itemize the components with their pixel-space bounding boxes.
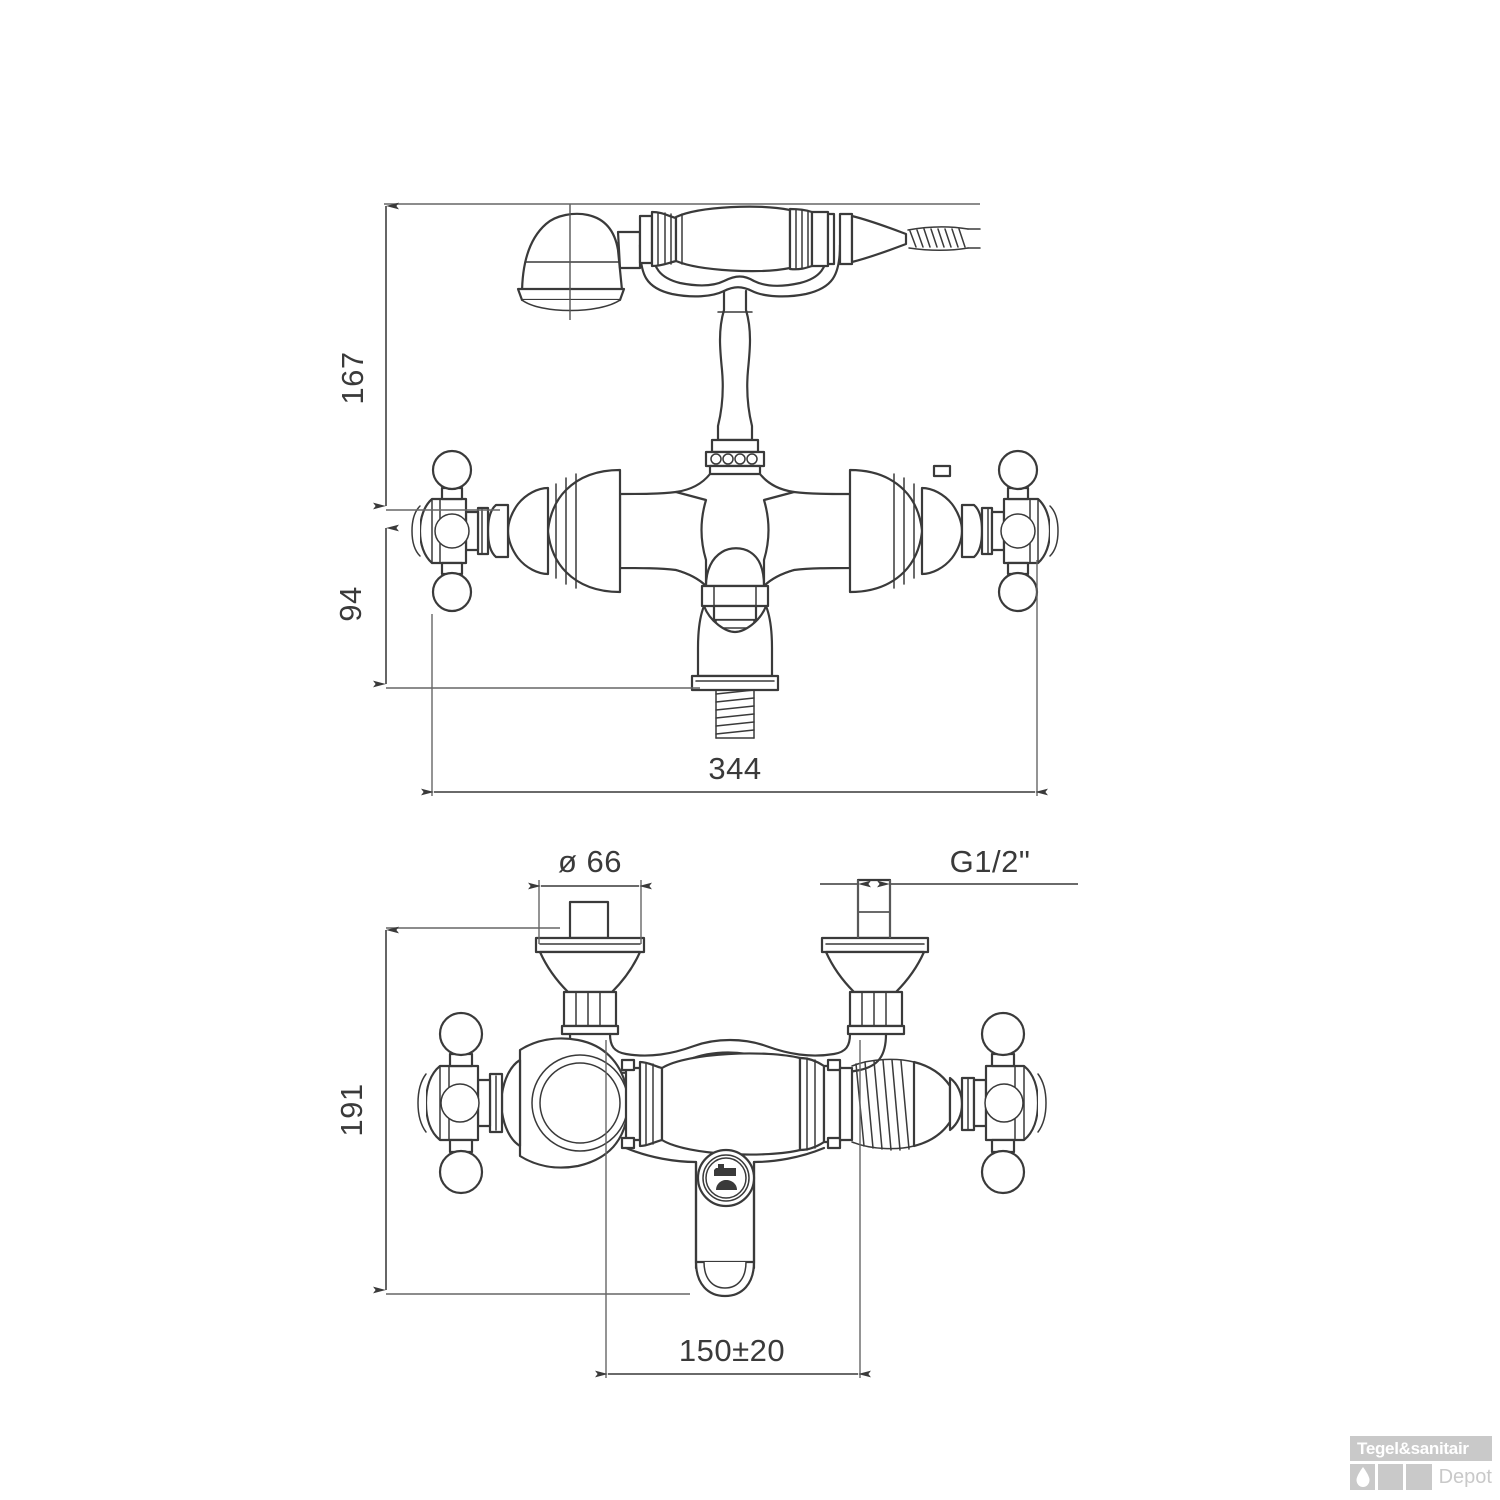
dimension-diameter-66: ø 66 (528, 844, 652, 944)
dimension-150: 150±20 (595, 1040, 871, 1378)
dimension-344: 344 (421, 560, 1048, 796)
watermark-square-1 (1350, 1464, 1376, 1490)
dimension-94: 94 (333, 524, 700, 689)
watermark-brand-name: Tegel&sanitair (1357, 1439, 1469, 1458)
dimension-label-diameter-66: ø 66 (558, 844, 622, 879)
dimension-191: 191 (334, 926, 690, 1295)
hand-shower-head (516, 212, 642, 312)
dimension-thread-g12: G1/2" (820, 844, 1078, 938)
dimension-label-167: 167 (335, 351, 370, 404)
side-view-group: 167 94 344 (333, 202, 1059, 796)
hose-outlet-thread-front (851, 1058, 915, 1151)
cross-handle-left-front[interactable] (417, 1011, 492, 1195)
cross-handle-right-front[interactable] (972, 1011, 1047, 1195)
wall-flange-right (820, 878, 930, 1036)
shower-icon (716, 1180, 737, 1190)
dimension-label-191: 191 (334, 1083, 369, 1136)
bath-icon (714, 1164, 736, 1176)
brand-watermark: Tegel&sanitair Depot (1350, 1436, 1492, 1494)
wall-flange-left (534, 900, 646, 1036)
flexible-hose (905, 226, 981, 251)
outlet-thread (715, 689, 755, 739)
shower-cradle (638, 243, 842, 298)
mixer-body-front (417, 1011, 1047, 1195)
watermark-title-bar: Tegel&sanitair (1350, 1436, 1492, 1461)
cross-handle-right[interactable] (990, 449, 1059, 613)
mixer-body-side (411, 449, 1059, 613)
watermark-lower-row: Depot (1350, 1464, 1492, 1492)
front-view-group: ø 66 G1/2" 191 150±2 (334, 844, 1078, 1378)
dimension-167: 167 (335, 202, 980, 511)
dimension-label-94: 94 (333, 586, 368, 621)
outlet-spout-front (624, 1146, 826, 1298)
cross-handle-left[interactable] (411, 449, 480, 613)
watermark-depot-label: Depot (1438, 1466, 1492, 1488)
hand-shower-handle (638, 205, 908, 273)
dimension-label-thread-g12: G1/2" (950, 844, 1031, 879)
dimension-label-150: 150±20 (679, 1333, 785, 1368)
watermark-square-2 (1378, 1464, 1404, 1490)
watermark-square-3 (1406, 1464, 1432, 1490)
water-drop-icon (1356, 1467, 1370, 1487)
cradle-stem (704, 289, 766, 476)
dimension-label-344: 344 (708, 751, 761, 786)
outlet-spout-side (674, 547, 796, 692)
diverter-button[interactable] (696, 1148, 756, 1208)
